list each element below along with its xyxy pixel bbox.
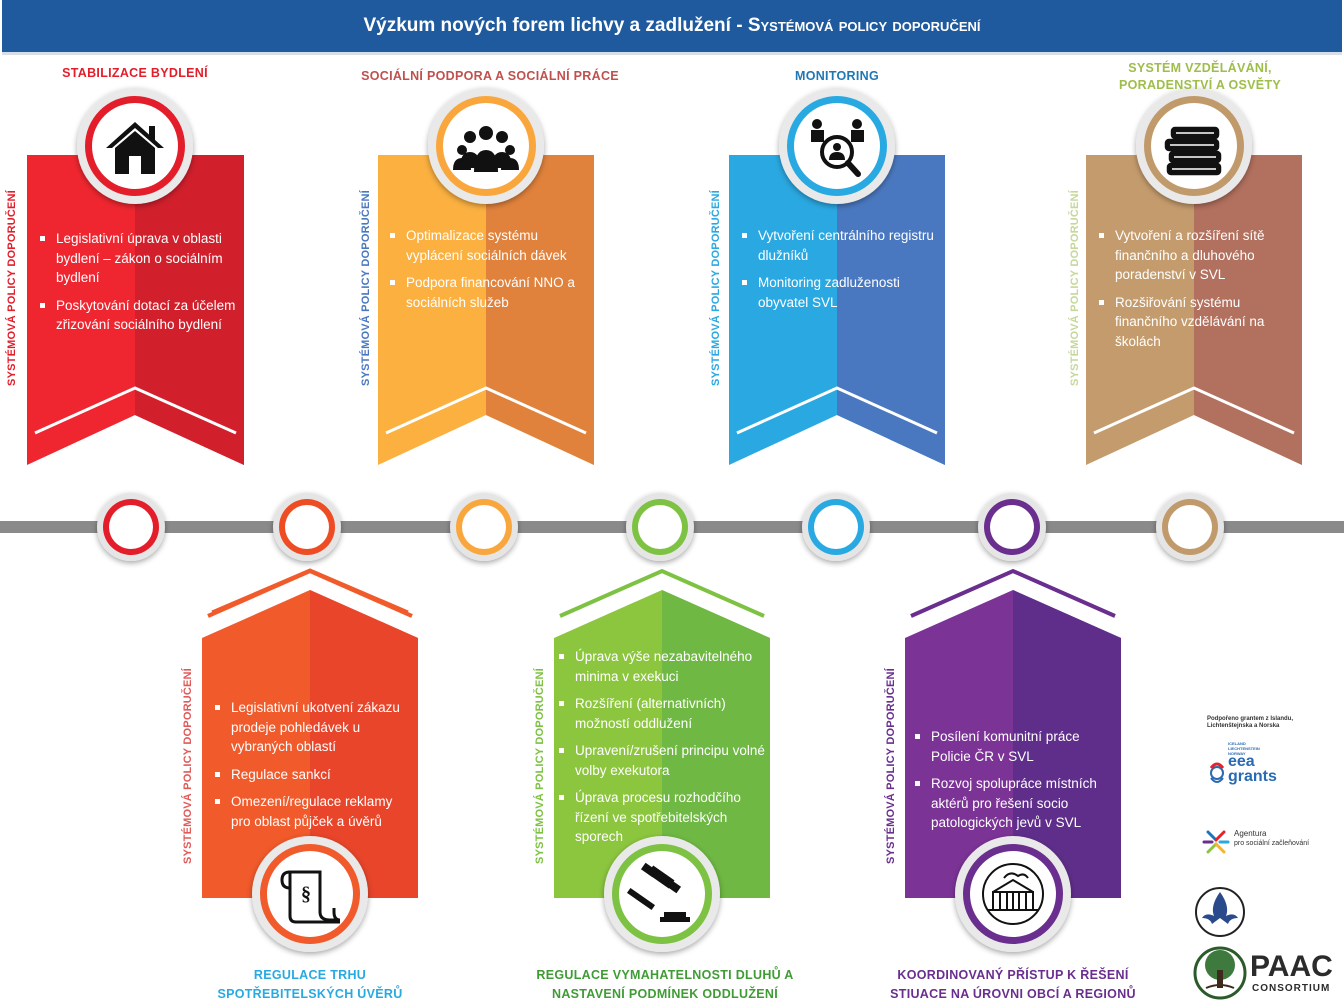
chevron-debt <box>559 568 765 618</box>
timeline-dot-orange-red <box>273 493 341 561</box>
vertical-label-education: SYSTÉMOVÁ POLICY DOPORUČENÍ <box>1069 190 1081 386</box>
emblem-logo <box>1195 887 1245 937</box>
timeline-dots <box>97 493 1224 561</box>
grant-note: Podpořeno grantem z Islandu, Lichtenštej… <box>1207 716 1294 729</box>
list-item: Poskytování dotací za účelem zřizování s… <box>38 296 240 335</box>
vertical-label-coordination: SYSTÉMOVÁ POLICY DOPORUČENÍ <box>885 668 897 864</box>
paac-tree-logo <box>1193 946 1247 1000</box>
page-title-main: Výzkum nových forem lichvy a zadlužení - <box>363 15 748 36</box>
top-card-monitoring <box>729 155 945 465</box>
bullets-debt: Úprava výše nezabavitelného minima v exe… <box>557 647 769 855</box>
heading-monitoring: MONITORING <box>794 69 880 83</box>
title-bar: Výzkum nových forem lichvy a zadlužení -… <box>2 0 1342 55</box>
people-group-icon <box>453 126 519 172</box>
bullets-housing: Legislativní úprava v oblasti bydlení – … <box>38 229 240 343</box>
vertical-label-housing: SYSTÉMOVÁ POLICY DOPORUČENÍ <box>6 190 18 386</box>
vertical-label-credit: SYSTÉMOVÁ POLICY DOPORUČENÍ <box>182 668 194 864</box>
list-item: Legislativní úprava v oblasti bydlení – … <box>38 229 240 288</box>
list-item: Vytvoření centrálního registru dlužníků <box>740 226 940 265</box>
bullets-credit: Legislativní ukotvení zákazu prodeje poh… <box>213 698 415 839</box>
magnifier-person-icon <box>811 119 864 177</box>
caption-debt: REGULACE VYMAHATELNOSTI DLUHŮ A NASTAVEN… <box>536 968 794 1001</box>
paragraph-document-icon: § <box>280 870 341 924</box>
paac-consortium-text: CONSORTIUM <box>1252 983 1331 994</box>
caption-credit: REGULACE TRHU SPOTŘEBITELSKÝCH ÚVĚRŮ <box>217 968 403 1001</box>
eea-logo-text: eea grants <box>1228 753 1277 785</box>
list-item: Rozvoj spolupráce místních aktérů pro ře… <box>913 774 1119 833</box>
list-item: Omezení/regulace reklamy pro oblast půjč… <box>213 792 415 831</box>
vertical-label-social: SYSTÉMOVÁ POLICY DOPORUČENÍ <box>360 190 372 386</box>
top-card-education <box>1086 155 1302 465</box>
vertical-label-monitoring: SYSTÉMOVÁ POLICY DOPORUČENÍ <box>710 190 722 386</box>
bottom-card-credit <box>202 568 418 898</box>
icon-circle-social <box>428 88 544 204</box>
eea-small-text: ICELAND LIECHTENSTEIN NORWAY <box>1228 741 1260 756</box>
timeline-dot-brown <box>1156 493 1224 561</box>
list-item: Úprava výše nezabavitelného minima v exe… <box>557 647 769 686</box>
top-card-social <box>378 155 594 465</box>
list-item: Rozšíření (alternativních) možností oddl… <box>557 694 769 733</box>
top-card-housing <box>27 155 244 465</box>
timeline-dot-purple <box>978 493 1046 561</box>
timeline-dot-orange <box>450 493 518 561</box>
bullets-coordination: Posílení komunitní práce Policie ČR v SV… <box>913 727 1119 841</box>
list-item: Podpora financování NNO a sociálních slu… <box>388 273 590 312</box>
bottom-card-debt <box>554 590 770 898</box>
caption-coordination: KOORDINOVANÝ PŘÍSTUP K ŘEŠENÍ STIUACE NA… <box>890 968 1136 1001</box>
svg-text:§: § <box>301 883 311 905</box>
timeline-dot-blue <box>802 493 870 561</box>
list-item: Vytvoření a rozšíření sítě finančního a … <box>1097 226 1297 285</box>
house-icon <box>106 122 164 174</box>
chevron-coordination <box>910 568 1116 618</box>
timeline-dot-red <box>97 493 165 561</box>
list-item: Optimalizace systému vyplácení sociálníc… <box>388 226 590 265</box>
list-item: Upravení/zrušení principu volné volby ex… <box>557 741 769 780</box>
list-item: Regulace sankcí <box>213 765 415 785</box>
agency-logo-icon <box>1202 830 1230 854</box>
bullets-monitoring: Vytvoření centrálního registru dlužníků … <box>740 226 940 320</box>
eea-grants-logo <box>1209 762 1225 783</box>
paac-logo-text: PAAC <box>1250 950 1333 983</box>
list-item: Legislativní ukotvení zákazu prodeje poh… <box>213 698 415 757</box>
city-building-icon <box>982 863 1044 925</box>
vertical-label-debt: SYSTÉMOVÁ POLICY DOPORUČENÍ <box>534 668 546 864</box>
bullets-social: Optimalizace systému vyplácení sociálníc… <box>388 226 590 320</box>
heading-housing: STABILIZACE BYDLENÍ <box>62 66 208 80</box>
timeline-dot-green <box>626 493 694 561</box>
bullets-education: Vytvoření a rozšíření sítě finančního a … <box>1097 226 1297 359</box>
list-item: Posílení komunitní práce Policie ČR v SV… <box>913 727 1119 766</box>
list-item: Rozšiřování systému finančního vzděláván… <box>1097 293 1297 352</box>
agency-name: Agentura pro sociální začleňování <box>1234 829 1310 847</box>
list-item: Úprava procesu rozhodčího řízení ve spot… <box>557 788 769 847</box>
heading-social: SOCIÁLNÍ PODPORA A SOCIÁLNÍ PRÁCE <box>361 69 619 83</box>
bottom-card-coordination <box>905 590 1121 898</box>
list-item: Monitoring zadluženosti obyvatel SVL <box>740 273 940 312</box>
page-title-sub: Systémová policy doporučení <box>747 15 981 36</box>
gavel-icon <box>626 862 690 922</box>
chevron-credit <box>207 568 413 618</box>
books-icon <box>1164 126 1222 176</box>
heading-education: SYSTÉM VZDĚLÁVÁNÍ, PORADENSTVÍ A OSVĚTY <box>1118 61 1282 92</box>
